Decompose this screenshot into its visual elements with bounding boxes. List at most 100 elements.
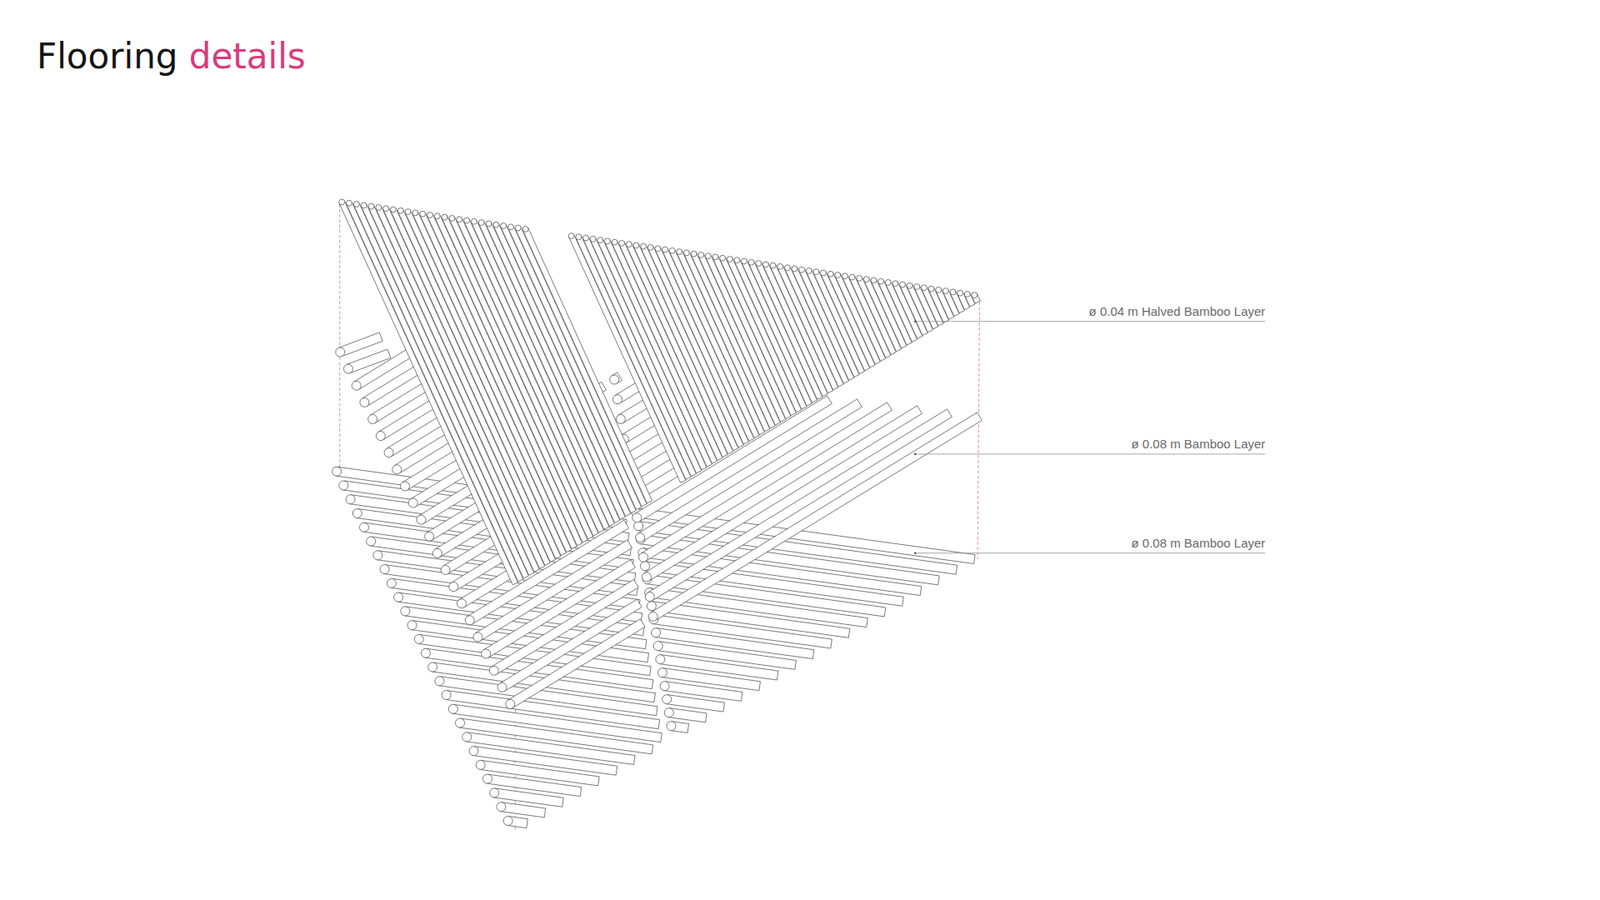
halved-bamboo-rod-end <box>633 242 640 249</box>
halved-bamboo-rod-end <box>339 199 345 205</box>
halved-bamboo-rod-end <box>470 218 477 225</box>
bamboo-rod-end <box>655 655 665 665</box>
halved-bamboo-rod-end <box>690 250 697 257</box>
halved-bamboo-rod-end <box>914 284 920 290</box>
bamboo-rod-end <box>639 552 649 562</box>
title-accent: details <box>189 35 306 77</box>
halved-bamboo-rod-end <box>870 277 877 284</box>
bamboo-rod <box>338 332 383 357</box>
halved-bamboo-rod-end <box>427 212 434 219</box>
bamboo-rod-end <box>448 704 458 714</box>
bamboo-rod-end <box>490 788 500 798</box>
halved-bamboo-rod-end <box>405 209 411 215</box>
bamboo-rod-end <box>662 695 672 705</box>
bamboo-rod-end <box>375 431 385 441</box>
halved-bamboo-rod-end <box>698 251 705 258</box>
halved-bamboo-rod-end <box>390 206 396 213</box>
halved-bamboo-rod-end <box>611 239 618 245</box>
bamboo-rod <box>507 619 645 709</box>
halved-bamboo-rod-end <box>863 276 870 283</box>
bamboo-rod-end <box>425 531 435 541</box>
bamboo-rod-end <box>613 395 623 405</box>
bamboo-rod <box>668 708 707 723</box>
halved-bamboo-rod-end <box>856 275 863 281</box>
halved-bamboo-rod-end <box>928 285 935 292</box>
bamboo-rod-end <box>666 721 676 731</box>
bamboo-rod-end <box>465 615 475 625</box>
halved-bamboo-rod-end <box>493 221 500 228</box>
halved-bamboo-rod-end <box>625 241 632 248</box>
bamboo-rod-end <box>660 681 670 691</box>
drawing-group <box>332 199 1266 832</box>
halved-bamboo-rod-end <box>900 281 906 288</box>
halved-bamboo-rod-end <box>568 233 575 240</box>
halved-bamboo-rod-end <box>849 274 855 280</box>
bamboo-rod-end <box>359 522 369 532</box>
bamboo-rod-end <box>645 592 655 602</box>
halved-bamboo-rod-end <box>619 240 625 246</box>
bamboo-rod-end <box>441 690 451 700</box>
halved-bamboo-rod-end <box>508 224 515 230</box>
layer-label: ø 0.08 m Bamboo Layer <box>1130 535 1265 551</box>
halved-bamboo-rod-end <box>892 280 899 287</box>
leader-line <box>915 552 1265 554</box>
bamboo-rod-end <box>368 414 378 424</box>
halved-bamboo-rod-end <box>950 289 956 295</box>
bamboo-rod-end <box>407 620 417 630</box>
halved-bamboo-rod-end <box>720 255 726 261</box>
halved-bamboo-rod-end <box>478 220 485 226</box>
halved-bamboo-rod-end <box>500 223 507 230</box>
bamboo-rod-end <box>400 606 410 616</box>
halved-bamboo-rod-end <box>575 234 582 240</box>
halved-bamboo-rod-end <box>383 205 390 212</box>
halved-bamboo-rod-end <box>597 237 604 244</box>
halved-bamboo-rod-end <box>805 268 812 275</box>
bamboo-rod-end <box>435 676 445 686</box>
slide-title: Flooring details <box>36 36 306 77</box>
bamboo-rod-end <box>345 495 355 505</box>
halved-bamboo-rod-end <box>583 235 590 241</box>
bamboo-rod-end <box>428 662 438 672</box>
halved-bamboo-rod-end <box>942 288 949 295</box>
leader-line <box>915 453 1265 455</box>
bamboo-rod-end <box>432 548 442 558</box>
bamboo-rod-end <box>610 375 620 385</box>
bamboo-rod-end <box>386 578 396 588</box>
bamboo-rod-end <box>408 498 418 508</box>
bamboo-rod-end <box>648 611 658 621</box>
halved-bamboo-rod-end <box>397 207 404 214</box>
halved-bamboo-rod-end <box>420 210 426 217</box>
projection-line <box>339 204 340 472</box>
bamboo-rod-end <box>351 380 361 390</box>
halved-bamboo-rod-end <box>449 215 455 221</box>
bamboo-rod-end <box>332 466 342 476</box>
bamboo-rod-end <box>615 414 625 424</box>
halved-bamboo-rod-end <box>813 269 820 275</box>
bamboo-rod-end <box>482 774 492 784</box>
halved-bamboo-rod-end <box>799 266 805 273</box>
halved-bamboo-rod-end <box>515 225 521 231</box>
layer-label: ø 0.08 m Bamboo Layer <box>1130 436 1265 452</box>
halved-bamboo-rod-end <box>741 258 748 265</box>
bamboo-rod-end <box>632 513 642 523</box>
halved-bamboo-rod-end <box>375 205 382 211</box>
halved-bamboo-rod-end <box>655 245 661 252</box>
halved-bamboo-rod-end <box>662 246 669 253</box>
bamboo-rod-end <box>352 509 362 519</box>
halved-bamboo-rod-end <box>434 213 440 220</box>
halved-bamboo-rod-end <box>762 261 769 268</box>
halved-bamboo-rod-end <box>726 256 733 263</box>
halved-bamboo-rod-end <box>935 286 942 293</box>
bamboo-rod-end <box>489 665 499 675</box>
bamboo-rod-end <box>496 802 506 812</box>
projection-line <box>977 301 980 560</box>
bamboo-rod-end <box>469 746 479 756</box>
title-word: Flooring <box>36 35 178 77</box>
halved-bamboo-rod-end <box>464 217 470 224</box>
halved-bamboo-rod-end <box>921 285 928 291</box>
bamboo-rod-end <box>343 364 353 374</box>
halved-bamboo-rod-end <box>827 270 834 277</box>
halved-bamboo-rod-end <box>456 216 463 223</box>
halved-bamboo-rod-end <box>346 200 353 206</box>
